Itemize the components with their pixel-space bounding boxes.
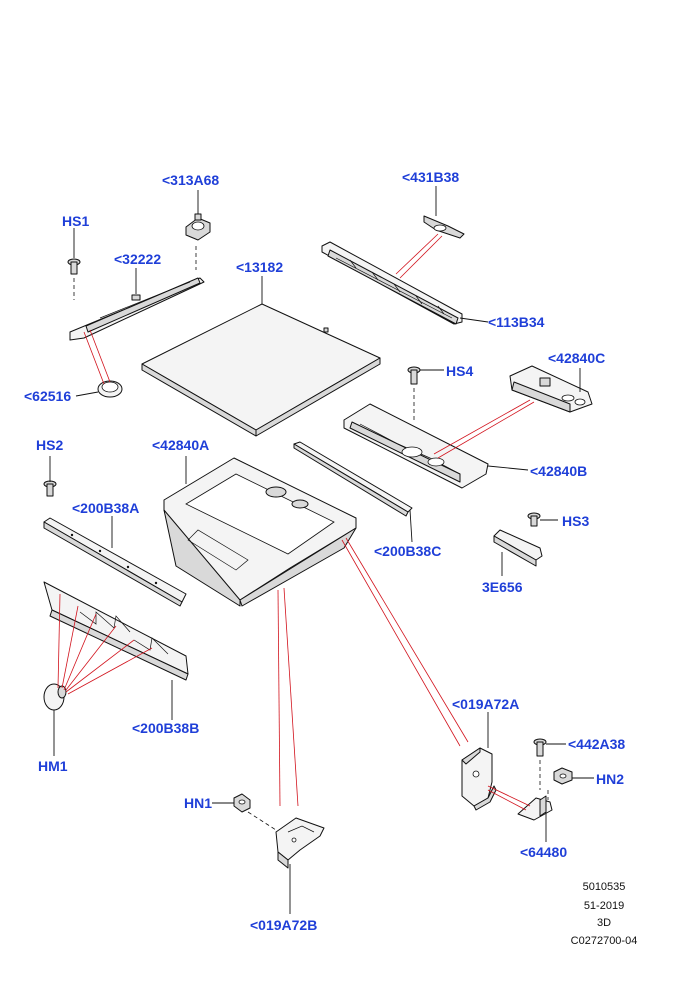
callout-HN2: HN2 <box>596 771 624 787</box>
part-HN2 <box>553 767 573 785</box>
part-200B38B <box>43 581 189 681</box>
part-HS4 <box>407 366 421 420</box>
drawing-reference-block: 5010535 51-2019 3D C0272700-04 <box>571 881 638 947</box>
part-32222 <box>69 277 205 341</box>
callout-13182: <13182 <box>236 259 283 275</box>
part-HS1 <box>67 258 81 300</box>
callout-HM1: HM1 <box>38 758 68 774</box>
part-019A72A <box>461 747 497 811</box>
part-113B34 <box>321 241 463 325</box>
part-HS3 <box>527 512 541 527</box>
callout-200B38C: <200B38C <box>374 543 441 559</box>
callout-019A72A: <019A72A <box>452 696 519 712</box>
callout-labels: <313A68 <431B38 HS1 <32222 <13182 <113B3… <box>24 169 625 933</box>
callout-442A38: <442A38 <box>568 736 625 752</box>
callout-leaders <box>49 186 594 914</box>
callout-32222: <32222 <box>114 251 161 267</box>
callout-313A68: <313A68 <box>162 172 219 188</box>
part-431B38 <box>423 215 465 239</box>
callout-019A72B: <019A72B <box>250 917 317 933</box>
part-42840B <box>343 403 489 489</box>
part-HS2 <box>43 480 57 497</box>
callout-200B38B: <200B38B <box>132 720 199 736</box>
part-HM1 <box>43 683 67 711</box>
part-42840C <box>509 365 593 413</box>
part-42840A <box>163 457 357 607</box>
part-3E656 <box>493 529 543 567</box>
part-200B38C <box>293 441 413 517</box>
callout-431B38: <431B38 <box>402 169 459 185</box>
part-13182 <box>141 303 381 437</box>
callout-42840C: <42840C <box>548 350 605 366</box>
callout-HS3: HS3 <box>562 513 589 529</box>
part-62516 <box>97 380 123 398</box>
reference-code: C0272700-04 <box>571 935 638 947</box>
callout-HS1: HS1 <box>62 213 89 229</box>
callout-42840A: <42840A <box>152 437 209 453</box>
callout-3E656: 3E656 <box>482 579 523 595</box>
callout-HS2: HS2 <box>36 437 63 453</box>
red-assembly-lines <box>57 233 535 811</box>
part-HN1 <box>233 793 251 813</box>
callout-113B34: <113B34 <box>488 314 545 330</box>
callout-62516: <62516 <box>24 388 71 404</box>
part-313A68 <box>185 213 211 270</box>
callout-42840B: <42840B <box>530 463 587 479</box>
callout-HS4: HS4 <box>446 363 473 379</box>
part-019A72B <box>247 811 325 869</box>
callout-200B38A: <200B38A <box>72 500 139 516</box>
callout-64480: <64480 <box>520 844 567 860</box>
reference-date: 51-2019 <box>584 900 624 912</box>
part-442A38 <box>533 738 547 790</box>
reference-number: 5010535 <box>583 881 626 893</box>
part-200B38A <box>43 517 187 607</box>
part-64480 <box>517 790 553 821</box>
reference-type: 3D <box>597 917 611 929</box>
callout-HN1: HN1 <box>184 795 212 811</box>
